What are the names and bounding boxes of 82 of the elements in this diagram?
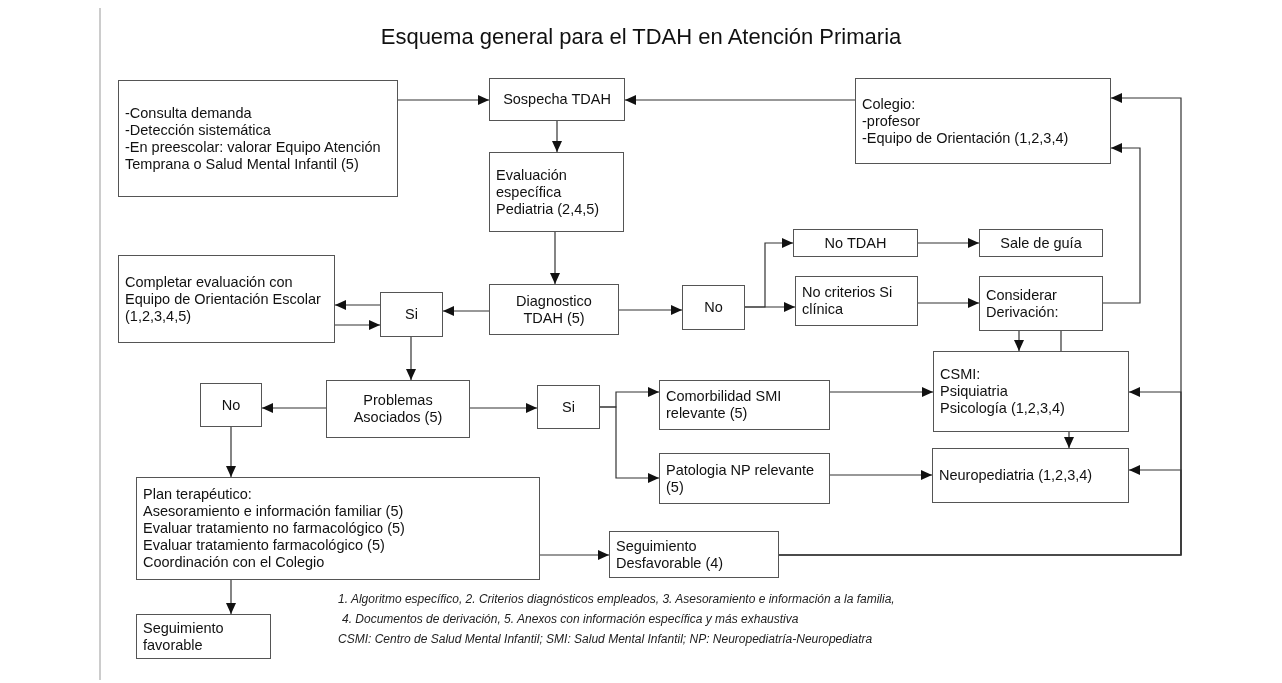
flow-box [855, 78, 1111, 164]
box-text: Plan terapéutico: [143, 486, 253, 503]
connector-arrow [917, 238, 980, 248]
box-text: CSMI: [940, 366, 982, 383]
footnote-text: CSMI: Centro de Salud Mental Infantil; SMI: Salud Mental Infantil; NP: Neuropediatría-Neuropediatra [338, 632, 873, 646]
flow-box [659, 453, 830, 504]
box-text: Diagnostico TDAH (5) [515, 292, 593, 327]
connector-arrow [829, 387, 934, 397]
box-text: Completar evaluación con Equipo de Orientación Escolar (1,2,3,4,5) [125, 273, 322, 325]
footnote-text: 1. Algoritmo específico, 2. Criterios diagnósticos empleados, 3. Asesoramiento e información a la familia, [338, 592, 895, 606]
connector-arrow [442, 306, 490, 316]
box-text: Considerar Derivación: [986, 286, 1060, 321]
footnote-text: 4. Documentos de derivación, 5. Anexos con información específica y más exhaustiva [342, 612, 799, 626]
flow-box [326, 380, 470, 438]
box-text: Evaluación específica Pediatria (2,4,5) [496, 166, 601, 218]
box-text: -Detección sistemática [125, 121, 272, 139]
box-text: Coordinación con el Colegio [143, 554, 326, 571]
box-text: No TDAH [823, 234, 888, 252]
box-text: Comorbilidad SMI relevante (5) [666, 388, 783, 422]
flow-box [979, 229, 1103, 257]
box-text: Psiquiatria [940, 383, 1009, 400]
box-text: -Consulta demanda [125, 104, 253, 122]
box-text: Evaluar tratamiento no farmacológico (5) [143, 520, 406, 537]
connector-arrow [618, 305, 683, 315]
connector-arrow [829, 470, 933, 480]
connector-arrow [226, 579, 236, 615]
connector-arrow [261, 403, 327, 413]
box-text: Asesoramiento e información familiar (5) [143, 503, 405, 520]
box-text: No [220, 396, 242, 414]
connector-arrow [550, 231, 560, 285]
box-text: Sospecha TDAH [502, 91, 612, 108]
flow-box [136, 477, 540, 580]
flow-box [489, 284, 619, 335]
box-text: Seguimiento favorable [143, 619, 225, 654]
box-text: No criterios Si clínica [802, 284, 894, 318]
flow-box [537, 385, 600, 429]
box-text: Seguimiento Desfavorable (4) [616, 537, 725, 572]
connector-arrow [599, 406, 660, 483]
connector-arrow [552, 120, 562, 153]
box-text: Evaluar tratamiento farmacológico (5) [143, 537, 386, 554]
flow-box [380, 292, 443, 337]
box-text: Problemas Asociados (5) [352, 392, 444, 426]
flow-box [682, 285, 745, 330]
box-text: No [703, 299, 724, 316]
connector-arrow [917, 298, 980, 308]
connector-arrow [744, 302, 796, 312]
flow-box [933, 351, 1129, 432]
connector-arrow [778, 465, 1182, 556]
box-text: -Equipo de Orientación (1,2,3,4) [862, 129, 1070, 147]
connector-arrow [1014, 330, 1024, 352]
connector-arrow [469, 403, 538, 413]
box-text: Neuropediatria (1,2,3,4) [939, 467, 1094, 484]
flow-box [489, 78, 625, 121]
flow-box [136, 614, 271, 659]
flow-box [118, 255, 335, 343]
connector-arrow [226, 426, 236, 478]
connector-arrow [1064, 431, 1074, 449]
box-text: -En preescolar: valorar Equipo Atención Temprana o Salud Mental Infantil (5) [125, 138, 382, 173]
box-text: -profesor [862, 112, 922, 130]
box-text: Psicología (1,2,3,4) [940, 400, 1066, 417]
flow-box [118, 80, 398, 197]
flow-box [932, 448, 1129, 503]
flow-box [200, 383, 262, 427]
connector-arrow [334, 320, 381, 330]
flow-box [489, 152, 624, 232]
box-text: Si [404, 306, 419, 323]
connector-arrow [397, 95, 490, 105]
flow-box [795, 276, 918, 326]
connector-arrow [406, 336, 416, 381]
box-text: Sale de guía [999, 234, 1083, 252]
flow-box [659, 380, 830, 430]
connector-arrow [624, 95, 856, 105]
flow-box [979, 276, 1103, 331]
flow-box [609, 531, 779, 578]
connector-arrow [1102, 143, 1141, 304]
diagram-title: Esquema general para el TDAH en Atención Primaria [379, 24, 903, 50]
box-text: Si [561, 398, 576, 416]
box-text: Patologia NP relevante (5) [666, 461, 816, 496]
flow-box [793, 229, 918, 257]
connector-arrow [334, 300, 381, 310]
box-text: Colegio: [862, 95, 917, 113]
connector-arrow [539, 550, 610, 560]
